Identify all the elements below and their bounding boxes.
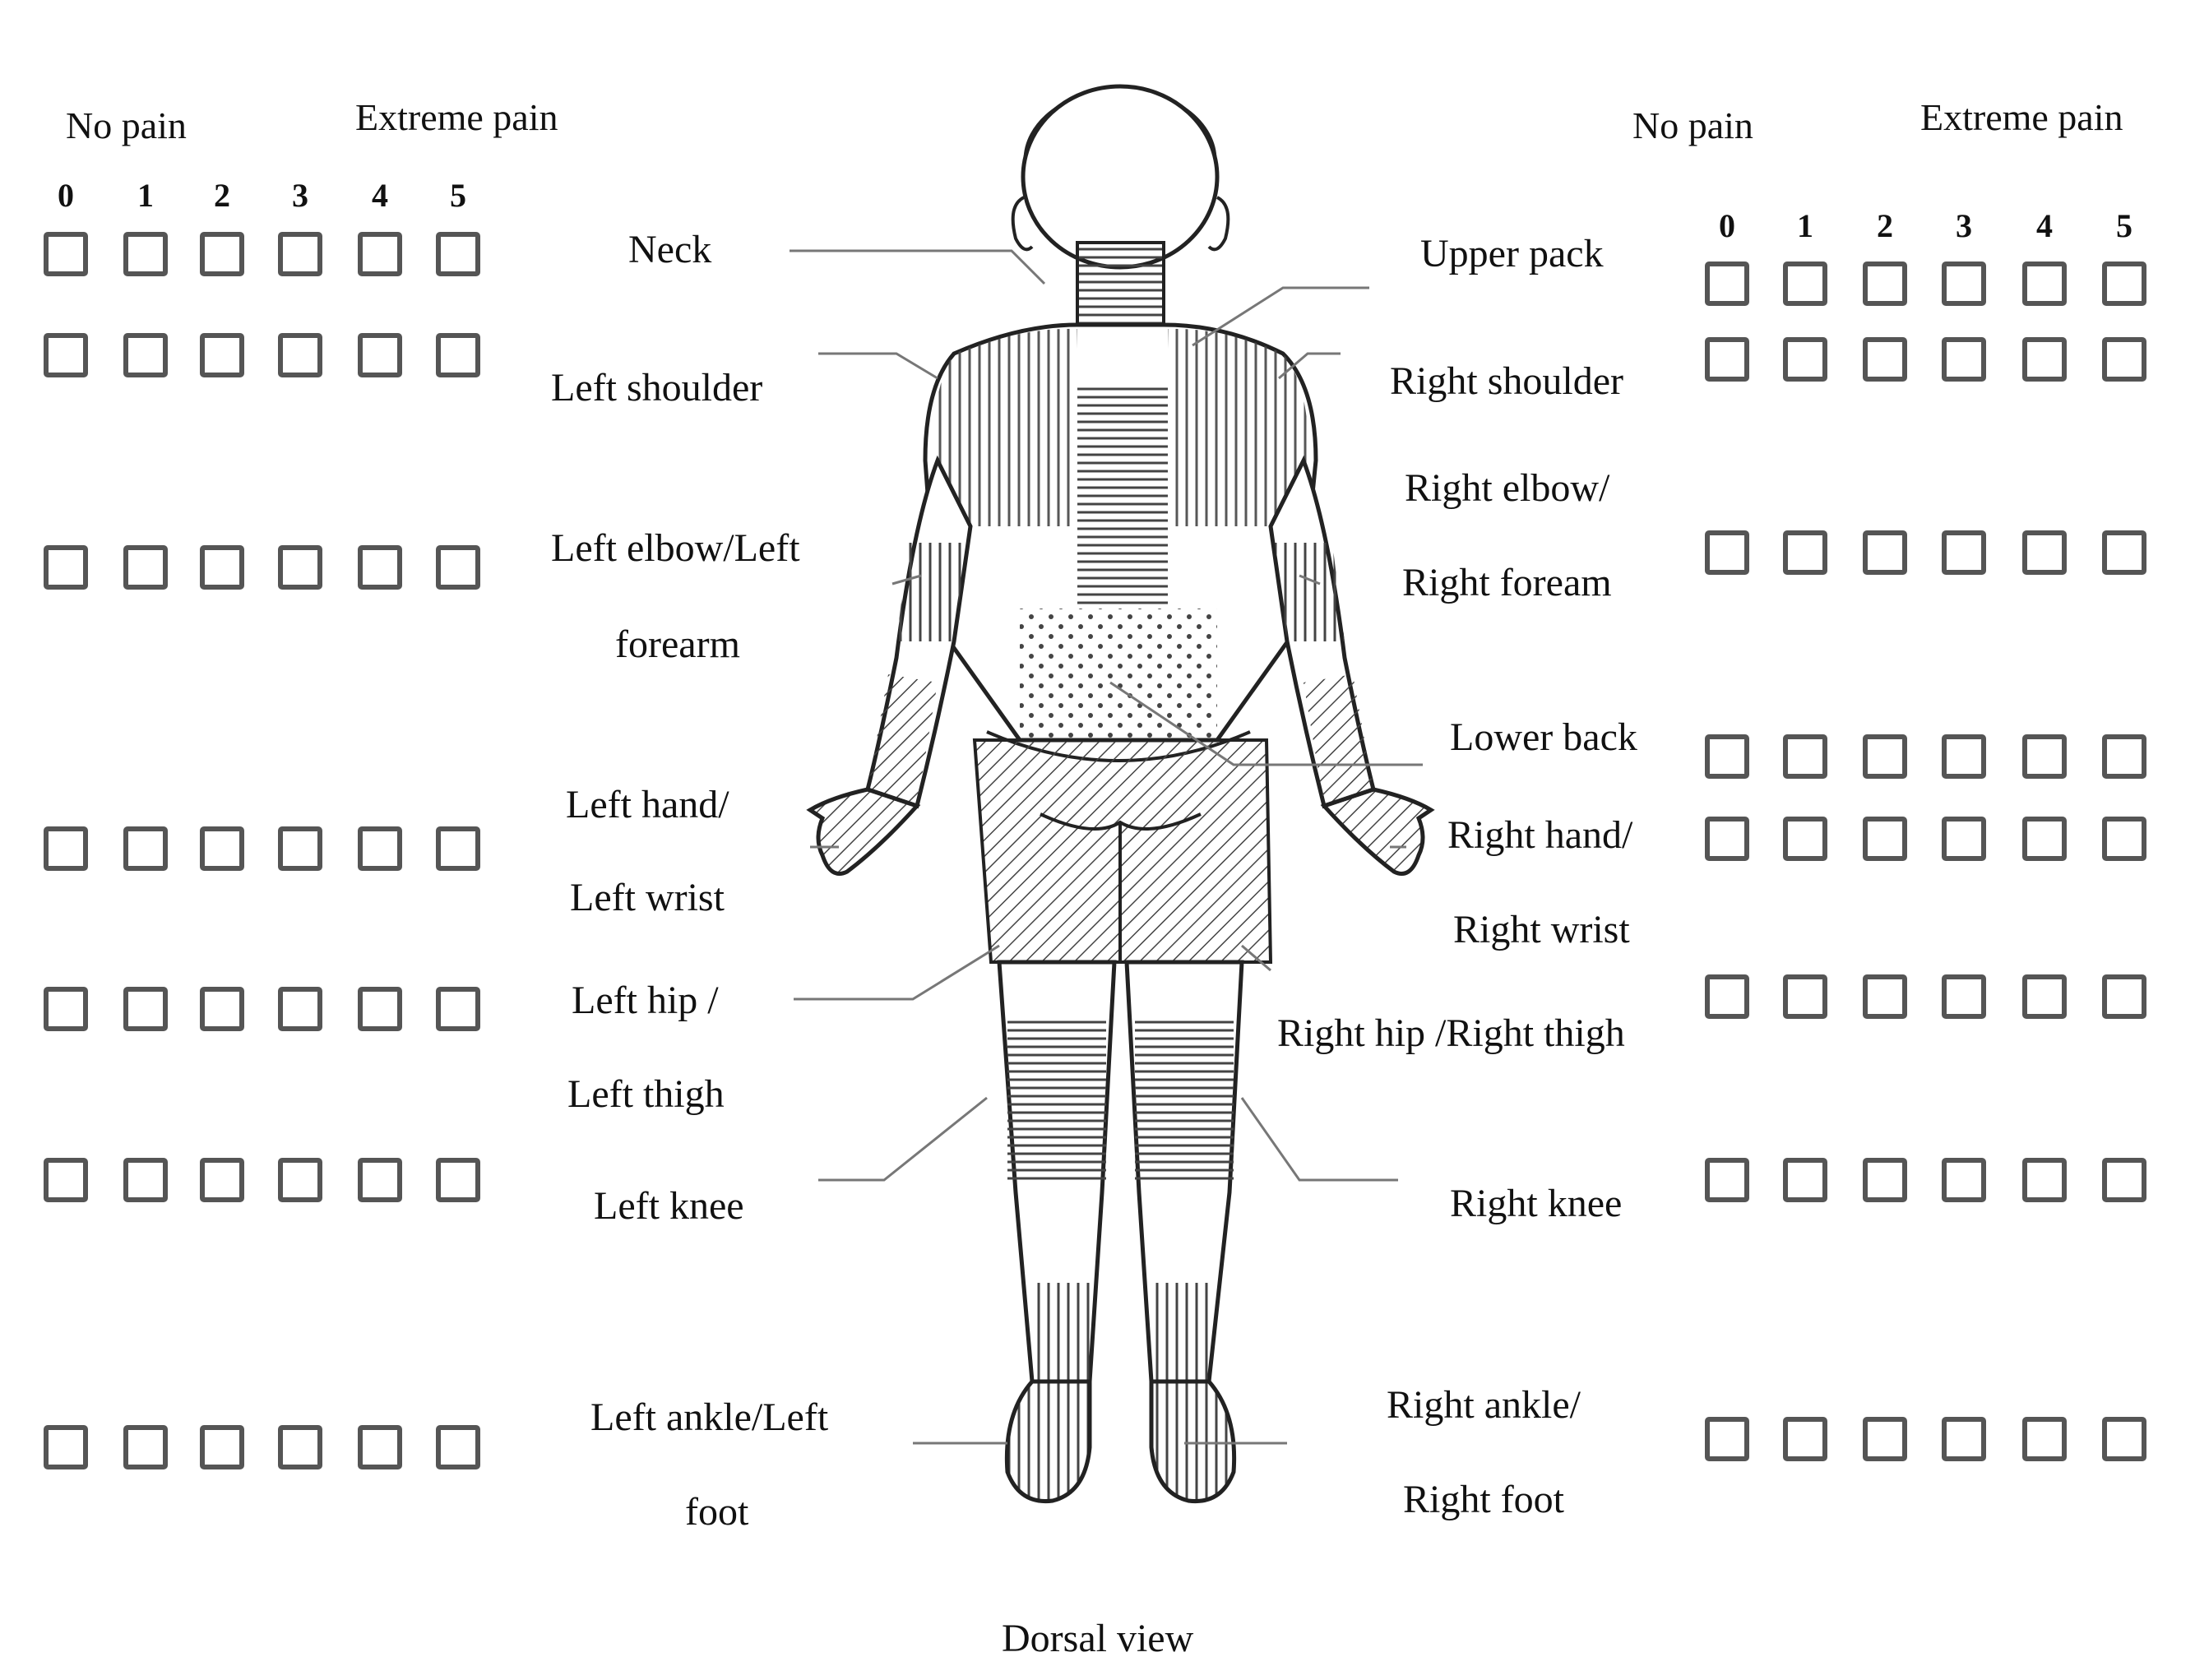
label-left-hip-line1: Left hip / [572,981,719,1020]
label-left-hand-line1: Left hand/ [566,785,729,825]
right-elbow-region [1275,543,1345,641]
label-right-elbow-line2: Right foream [1402,563,1612,603]
label-upper-back: Upper pack [1420,234,1604,274]
label-left-hip-line2: Left thigh [567,1075,725,1114]
right-knee-region [1135,1020,1234,1184]
label-right-shoulder: Right shoulder [1390,362,1623,401]
label-right-hand-line2: Right wrist [1453,910,1630,950]
left-hand [810,789,917,874]
label-right-hand-line1: Right hand/ [1447,816,1632,855]
upper-back-region [1077,386,1168,609]
label-right-knee: Right knee [1450,1184,1622,1224]
left-ankle-region [1032,1283,1090,1381]
label-neck: Neck [628,230,711,270]
label-right-hip: Right hip /Right thigh [1277,1014,1625,1053]
left-knee-region [1007,1020,1106,1184]
label-left-ankle-line1: Left ankle/Left [590,1398,828,1437]
label-right-ankle-line2: Right foot [1403,1480,1564,1520]
label-left-knee: Left knee [594,1187,744,1226]
right-foot [1151,1381,1234,1502]
label-right-ankle-line1: Right ankle/ [1387,1386,1581,1425]
right-ankle-region [1151,1283,1209,1381]
left-wrist-region [868,674,938,806]
label-right-elbow-line1: Right elbow/ [1405,469,1609,508]
figure-caption: Dorsal view [1002,1616,1193,1661]
label-left-shoulder: Left shoulder [551,368,762,408]
right-hand [1324,789,1431,874]
neck-region [1077,243,1164,325]
label-left-ankle-line2: foot [685,1493,748,1532]
label-lower-back: Lower back [1450,718,1637,757]
label-left-elbow-line2: forearm [615,625,740,664]
hip-thigh-region [975,740,1271,962]
right-wrist-region [1304,674,1373,806]
lower-back-region [1020,609,1217,740]
label-left-elbow-line1: Left elbow/Left [551,529,800,568]
left-foot [1007,1381,1090,1502]
label-left-hand-line2: Left wrist [570,878,725,918]
left-elbow-region [896,543,966,641]
